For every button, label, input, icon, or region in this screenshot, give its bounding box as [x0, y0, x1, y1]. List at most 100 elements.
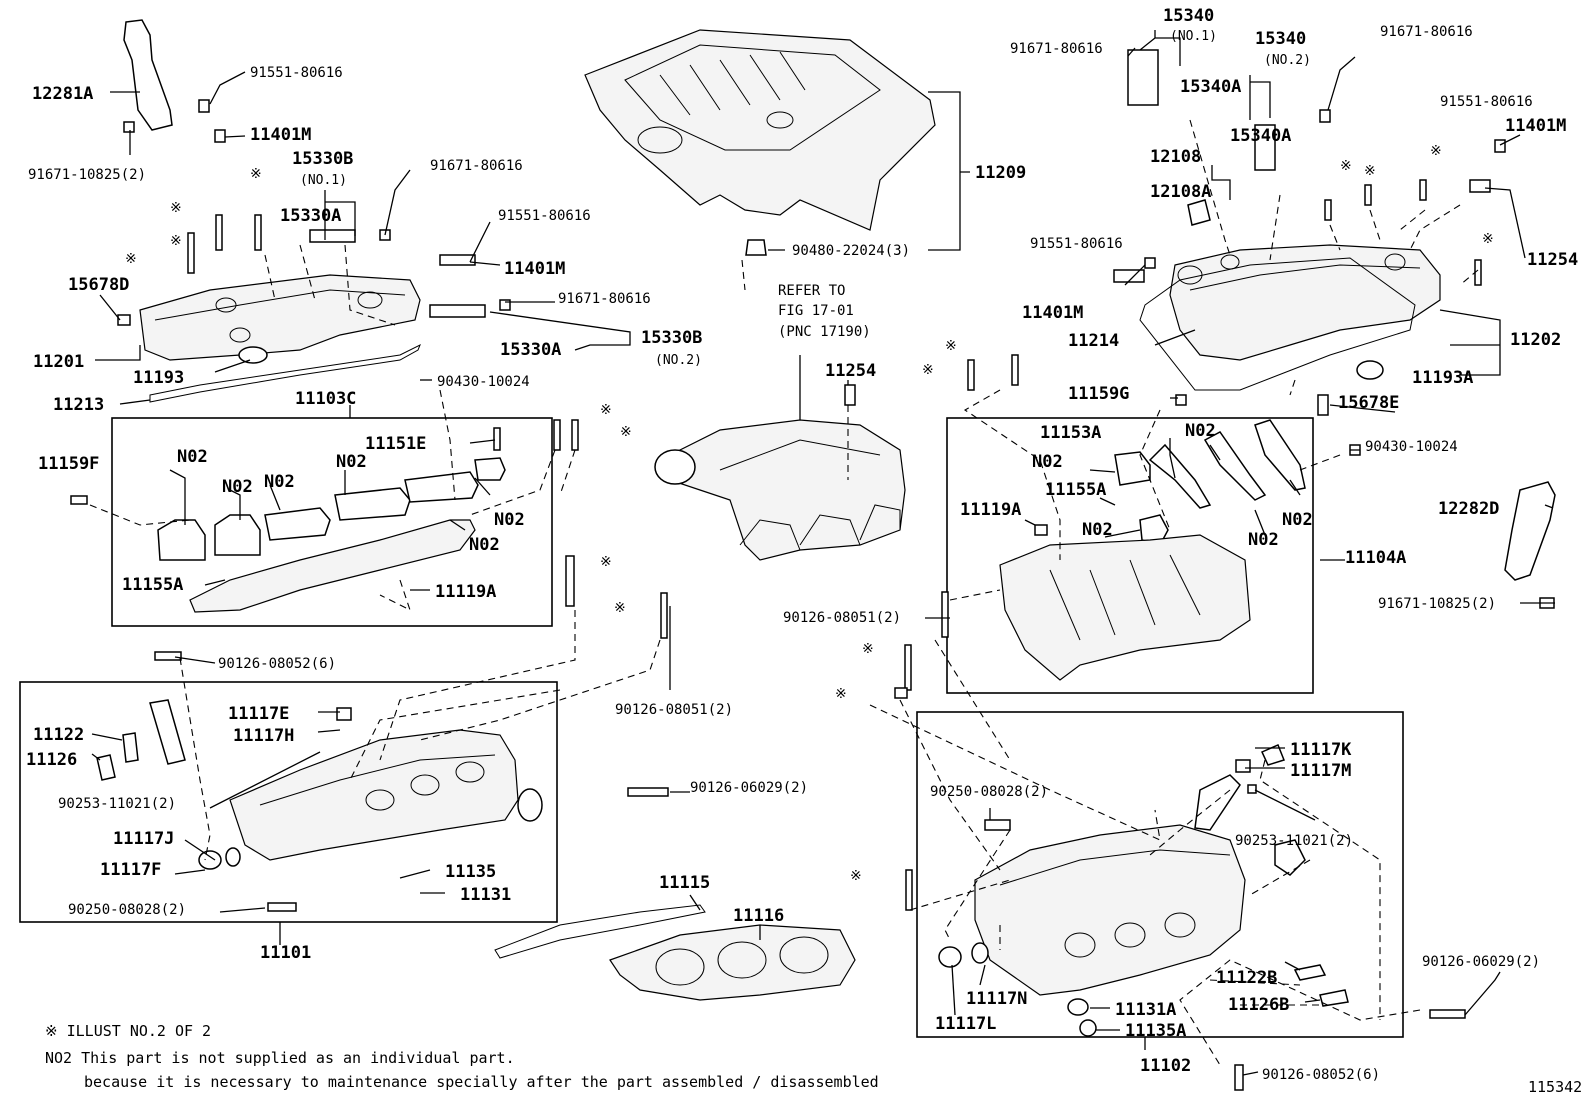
cylinder-head-box-left	[19, 681, 558, 923]
cylinder-head-right-part	[938, 744, 1349, 1037]
label-91671-10825: 91671-10825(2)	[28, 167, 146, 183]
label-refer-fig: FIG 17-01	[778, 303, 854, 319]
label-n02: N02	[469, 535, 500, 555]
label-15678D: 15678D	[68, 275, 129, 295]
mark: ※	[1430, 143, 1442, 159]
label-11117N: 11117N	[966, 989, 1027, 1009]
label-11117K: 11117K	[1290, 740, 1352, 760]
label-11126B: 11126B	[1228, 995, 1289, 1015]
label-90126-08051: 90126-08051(2)	[783, 610, 901, 626]
label-11131: 11131	[460, 885, 511, 905]
label-11254: 11254	[1527, 250, 1578, 270]
label-12108: 12108	[1150, 147, 1201, 167]
mark: ※	[835, 686, 847, 702]
label-11122: 11122	[33, 725, 84, 745]
label-n02: N02	[1082, 520, 1113, 540]
label-90480-22024: 90480-22024(3)	[792, 243, 910, 259]
label-n02: N02	[264, 472, 295, 492]
label-11135A: 11135A	[1125, 1021, 1186, 1041]
label-15340-no1-sub: (NO.1)	[1170, 29, 1217, 44]
label-11193: 11193	[133, 368, 184, 388]
label-11104A: 11104A	[1345, 548, 1406, 568]
mark: ※	[614, 600, 626, 616]
label-90430-10024: 90430-10024	[1365, 439, 1458, 455]
label-90250-08028: 90250-08028(2)	[68, 902, 186, 918]
label-12282D: 12282D	[1438, 499, 1499, 519]
label-15330A: 15330A	[280, 206, 341, 226]
label-11115: 11115	[659, 873, 710, 893]
label-n02: N02	[1282, 510, 1313, 530]
mark: ※	[125, 251, 137, 267]
cylinder-head-left-part	[96, 699, 543, 870]
label-91671-10825: 91671-10825(2)	[1378, 596, 1496, 612]
label-11202: 11202	[1510, 330, 1561, 350]
footnotes: ※ ILLUST NO.2 OF 2 NO2 This part is not …	[45, 1022, 1582, 1096]
camshaft-bearing-cap-box-right	[946, 417, 1314, 694]
label-n02: N02	[494, 510, 525, 530]
note-n02: NO2 This part is not supplied as an indi…	[45, 1049, 515, 1067]
label-15340-no1: 15340	[1163, 6, 1214, 26]
mark: ※	[170, 233, 182, 249]
label-11122B: 11122B	[1216, 968, 1277, 988]
label-n02: N02	[1185, 421, 1216, 441]
label-11103C: 11103C	[295, 389, 356, 409]
label-11102: 11102	[1140, 1056, 1191, 1076]
mark: ※	[862, 641, 874, 657]
label-90126-06029: 90126-06029(2)	[690, 780, 808, 796]
camshaft-bearing-caps-right-part	[999, 419, 1306, 681]
label-91551-80616: 91551-80616	[1440, 94, 1533, 110]
label-11159F: 11159F	[38, 454, 99, 474]
label-11213: 11213	[53, 395, 104, 415]
label-11401M: 11401M	[1022, 303, 1083, 323]
part-number-labels: 12281A 91551-80616 11401M 91671-10825(2)…	[26, 6, 1578, 1083]
gasket-11213-part	[149, 343, 421, 403]
engine-hanger-12281A-part	[123, 19, 173, 131]
label-11155A: 11155A	[1045, 480, 1106, 500]
label-91551-80616: 91551-80616	[1030, 236, 1123, 252]
label-91671-80616: 91671-80616	[1010, 41, 1103, 57]
label-15340-no2-sub: (NO.2)	[1264, 53, 1311, 68]
label-91551-80616: 91551-80616	[250, 65, 343, 81]
label-11401M: 11401M	[1505, 116, 1566, 136]
label-11117E: 11117E	[228, 704, 289, 724]
mark: ※	[250, 166, 262, 182]
label-11117H: 11117H	[233, 726, 294, 746]
label-n02: N02	[177, 447, 208, 467]
label-12281A: 12281A	[32, 84, 93, 104]
label-11214: 11214	[1068, 331, 1119, 351]
mark: ※	[620, 424, 632, 440]
label-11117F: 11117F	[100, 860, 161, 880]
mark: ※	[600, 554, 612, 570]
mark: ※	[1482, 231, 1494, 247]
cylinder-head-cover-left-part	[139, 274, 421, 364]
intake-manifold-part	[654, 384, 906, 561]
head-gaskets-part	[494, 904, 856, 1001]
assembly-dashed-lines	[89, 119, 1479, 1066]
label-11117J: 11117J	[113, 829, 174, 849]
label-12108A: 12108A	[1150, 182, 1211, 202]
label-11119A: 11119A	[435, 582, 496, 602]
label-90253-11021: 90253-11021(2)	[58, 796, 176, 812]
label-15340-no2: 15340	[1255, 29, 1306, 49]
label-11401M: 11401M	[504, 259, 565, 279]
label-91671-80616: 91671-80616	[430, 158, 523, 174]
label-11117M: 11117M	[1290, 761, 1351, 781]
label-15340A: 15340A	[1180, 77, 1241, 97]
engine-hanger-12282D-part	[1504, 481, 1556, 581]
label-91671-80616: 91671-80616	[558, 291, 651, 307]
label-11117L: 11117L	[935, 1014, 996, 1034]
label-90126-06029: 90126-06029(2)	[1422, 954, 1540, 970]
fasteners	[70, 49, 1555, 1091]
label-11159G: 11159G	[1068, 384, 1129, 404]
label-15678E: 15678E	[1338, 393, 1399, 413]
label-90253-11021: 90253-11021(2)	[1235, 833, 1353, 849]
label-n02: N02	[222, 477, 253, 497]
label-15330B-no2: 15330B	[641, 328, 702, 348]
label-11116: 11116	[733, 906, 784, 926]
label-15330B-no1: 15330B	[292, 149, 353, 169]
label-11101: 11101	[260, 943, 311, 963]
mark: ※	[1364, 163, 1376, 179]
label-n02: N02	[1248, 530, 1279, 550]
mark: ※	[170, 200, 182, 216]
